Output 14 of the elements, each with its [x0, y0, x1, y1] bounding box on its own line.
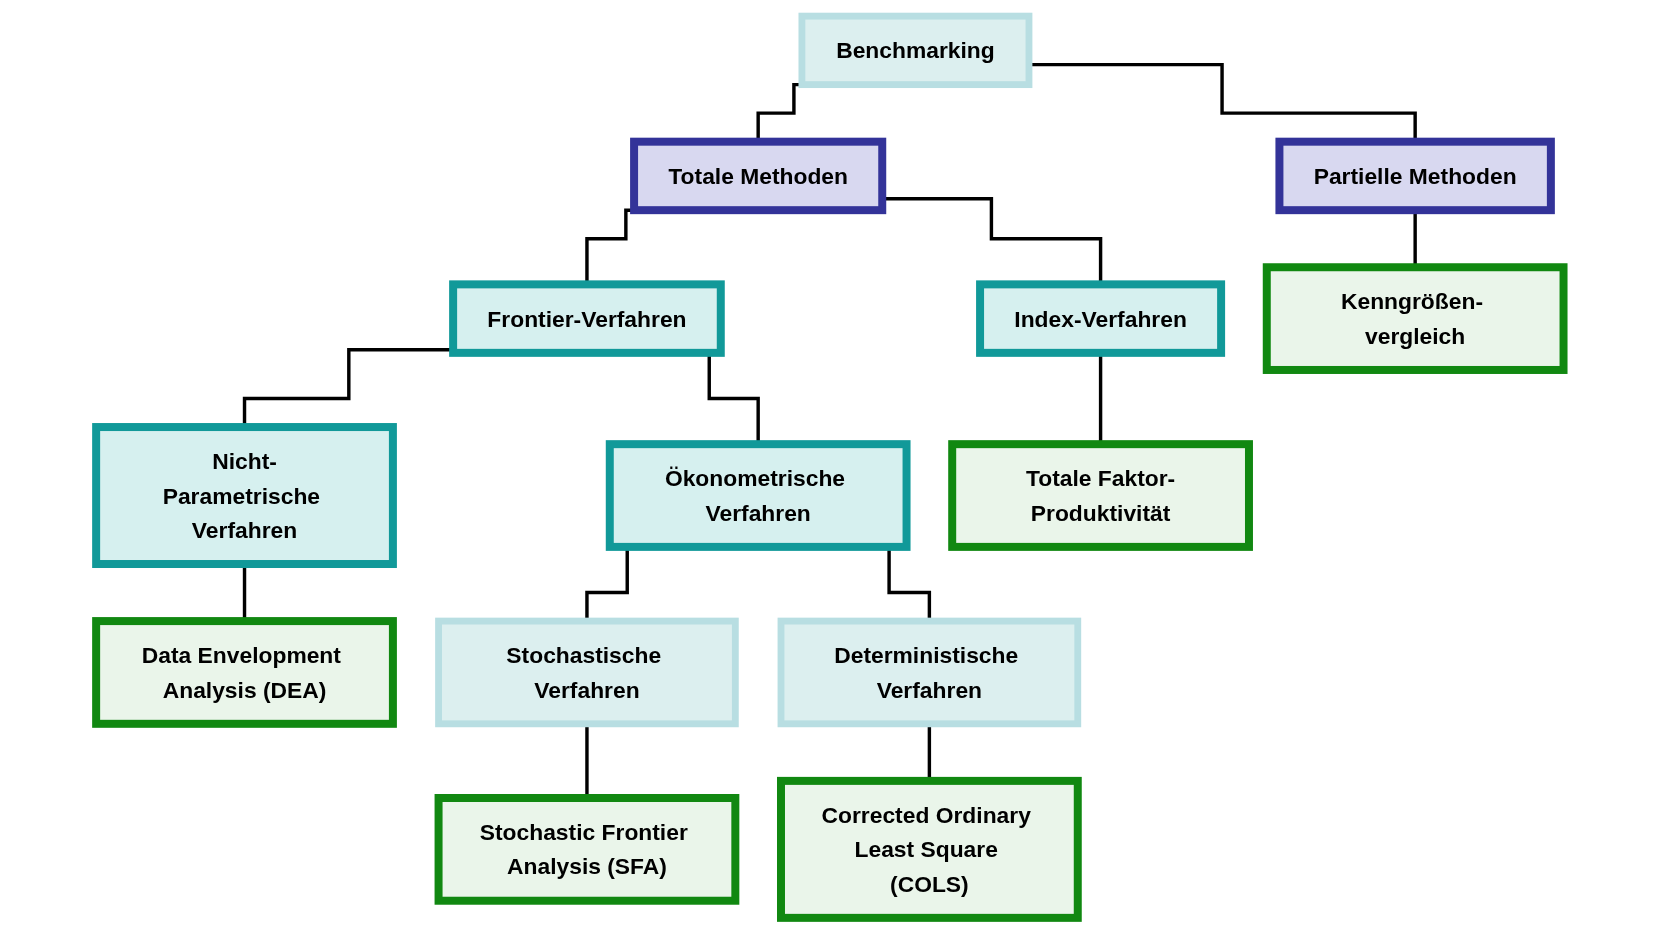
node-box: Stochastische Verfahren [434, 617, 739, 728]
node-box: Totale Methoden [629, 137, 886, 215]
node-box: Frontier-Verfahren [448, 280, 725, 357]
node-box: Index-Verfahren [975, 280, 1225, 357]
node-box: Nicht-Parametrische Verfahren [91, 423, 397, 568]
node-box: Totale Faktor-Produktivität [947, 440, 1253, 551]
node-box: Partielle Methoden [1275, 137, 1555, 215]
node-box: Benchmarking [798, 12, 1033, 89]
node-box: Deterministische Verfahren [777, 617, 1081, 728]
node-box: Ökonometrische Verfahren [605, 440, 911, 551]
node-box: Stochastic Frontier Analysis (SFA) [434, 794, 739, 905]
node-box: Kenngrößen- vergleich [1262, 263, 1568, 374]
node-box: Data Envelopment Analysis (DEA) [91, 617, 397, 728]
node-box: Corrected Ordinary Least Square (COLS) [776, 776, 1082, 922]
